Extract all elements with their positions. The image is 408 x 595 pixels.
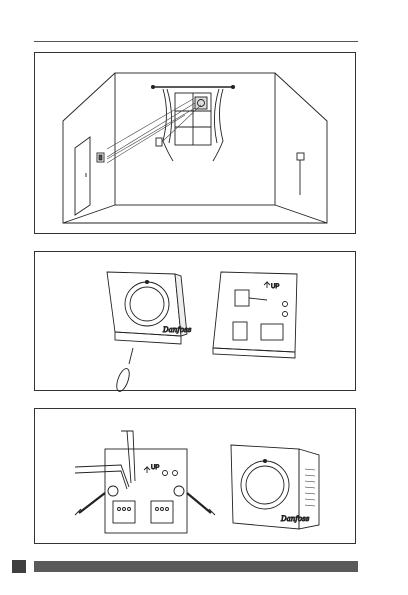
thermostat-assembled: Danfoss bbox=[231, 445, 319, 529]
up-label: UP bbox=[151, 465, 159, 471]
wall-mounting-figure: UP Danfoss bbox=[34, 408, 356, 544]
thermostat-front: Danfoss bbox=[107, 272, 192, 344]
top-divider bbox=[34, 41, 358, 42]
brand-logo: Danfoss bbox=[280, 515, 310, 523]
right-wall bbox=[275, 73, 327, 223]
window-icon bbox=[151, 85, 234, 161]
opening-cover-figure: Danfoss UP bbox=[34, 251, 356, 391]
page-marker bbox=[12, 560, 26, 573]
brand-logo: Danfoss bbox=[162, 326, 192, 334]
thermostat-backplate: UP bbox=[213, 272, 297, 358]
screw-icon bbox=[75, 493, 105, 515]
mounting-illustration: UP Danfoss bbox=[35, 409, 357, 545]
screwdriver-icon bbox=[114, 348, 133, 392]
opening-illustration: Danfoss UP bbox=[35, 252, 357, 392]
left-wall bbox=[63, 73, 115, 223]
door-icon bbox=[75, 137, 90, 215]
footer-bar bbox=[34, 561, 358, 572]
screw-icon bbox=[187, 493, 215, 515]
thermostat-backplate: UP bbox=[105, 449, 187, 533]
room-illustration bbox=[35, 53, 357, 235]
up-label: UP bbox=[271, 284, 279, 290]
room-placement-figure bbox=[34, 52, 356, 234]
